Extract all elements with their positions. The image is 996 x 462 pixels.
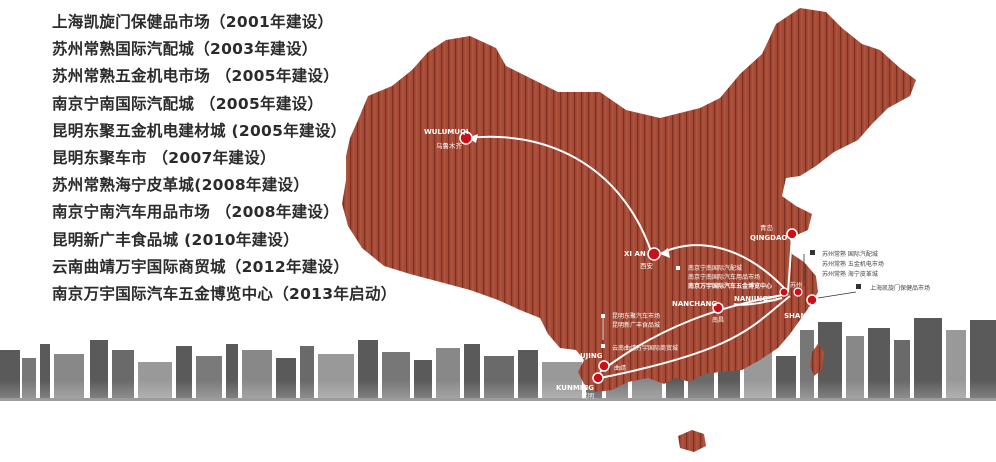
hainan-island: [678, 430, 706, 452]
city-label-kunming-en: KUNMING: [556, 384, 594, 392]
city-marker-wulumuqi[interactable]: [459, 131, 473, 145]
callout-suzhou: 苏州常熟 国际汽配城 苏州常熟 五金机电市场 苏州常熟 海宁皮革城: [803, 250, 884, 286]
city-label-nanchang-en: NANCHANG: [672, 300, 717, 308]
project-item: 南京万宇国际汽车五金博览中心（2013年启动）: [52, 284, 397, 303]
city-label-xian-cn: 西安: [640, 261, 654, 270]
city-marker-nanchang[interactable]: [712, 302, 724, 314]
city-label-shanghai-en: SHANGHAI: [784, 312, 826, 320]
city-marker-kunming[interactable]: [592, 372, 604, 384]
callout-nanjing: 南京宁南国际汽配城 南京宁南国际汽车用品市场 南京万宇国际汽车五金博览中心: [676, 264, 772, 290]
route-lines: [467, 135, 793, 379]
callout-line: 苏州常熟 国际汽配城: [822, 250, 878, 258]
project-item: 南京宁南汽车用品市场 （2008年建设）: [52, 203, 340, 222]
taiwan-island: [810, 344, 824, 376]
callout-kunming: 昆明东聚汽车市场 昆明新广丰食品城: [601, 312, 660, 340]
callout-line: 南京宁南国际汽配城: [688, 264, 742, 272]
project-item: 苏州常熟国际汽配城（2003年建设）: [52, 40, 318, 59]
project-item: 云南曲靖万宇国际商贸城（2012年建设）: [52, 257, 350, 276]
city-label-nanjing-cn: 南京: [766, 295, 778, 303]
city-label-qujing-en: QUJING: [574, 352, 603, 360]
callout-line: 昆明东聚汽车市场: [612, 312, 660, 320]
city-label-suzhou-cn: 苏州: [790, 281, 802, 289]
callout-line: 昆明新广丰食品城: [612, 321, 660, 329]
callout-qujing: 云南曲靖万宇国际商贸城: [601, 344, 678, 352]
callout-line: 云南曲靖万宇国际商贸城: [612, 344, 678, 352]
city-label-qingdao-cn: 青岛: [760, 223, 773, 232]
callout-line: 南京宁南国际汽车用品市场: [688, 273, 760, 281]
callout-line: 苏州常熟 海宁皮革城: [822, 270, 878, 278]
city-label-nanchang-cn: 南昌: [712, 316, 724, 324]
city-label-shanghai-cn: 上海: [808, 302, 820, 310]
callout-line: 南京万宇国际汽车五金博览中心: [688, 282, 772, 290]
project-item: 昆明东聚五金机电建材城 (2005年建设）: [52, 121, 347, 140]
city-marker-qingdao[interactable]: [786, 228, 798, 240]
project-item: 南京宁南国际汽配城 （2005年建设）: [52, 94, 324, 113]
city-marker-suzhou[interactable]: [793, 287, 803, 297]
project-item: 上海凯旋门保健品市场（2001年建设）: [52, 13, 334, 31]
city-marker-xian[interactable]: [647, 247, 661, 261]
city-marker-qujing[interactable]: [598, 360, 610, 372]
city-marker-nanjing[interactable]: [779, 287, 789, 297]
project-item: 苏州常熟五金机电市场 （2005年建设）: [52, 67, 340, 86]
project-item: 昆明新广丰食品城 (2010年建设）: [52, 230, 300, 249]
callout-shanghai: 上海凯旋门保健品市场: [817, 284, 930, 299]
project-item: 昆明东聚车市 （2007年建设）: [52, 148, 276, 167]
city-label-xian-en: XI AN: [624, 250, 646, 258]
city-marker-shanghai[interactable]: [806, 294, 818, 306]
city-label-qingdao-en: QINGDAO: [750, 234, 787, 242]
callout-line: 苏州常熟 五金机电市场: [822, 260, 884, 268]
city-label-nanjing-en: NANJING: [734, 295, 768, 303]
city-label-wulumuqi-cn: 乌鲁木齐: [436, 141, 463, 150]
callout-line: 上海凯旋门保健品市场: [870, 284, 930, 292]
project-list: 上海凯旋门保健品市场（2001年建设） 苏州常熟国际汽配城（2003年建设） 苏…: [52, 9, 397, 308]
city-label-wulumuqi-en: WULUMUQI: [424, 128, 469, 136]
city-label-qujing-cn: 曲靖: [614, 364, 626, 372]
project-item: 苏州常熟海宁皮革城(2008年建设）: [52, 176, 310, 195]
city-label-kunming-cn: 昆明: [582, 393, 594, 400]
